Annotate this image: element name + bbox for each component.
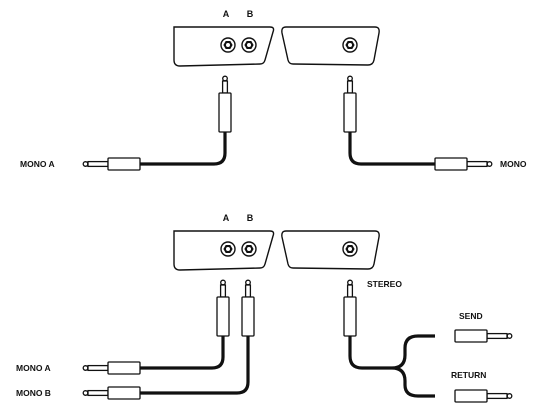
bottom-send-plug[interactable] bbox=[454, 329, 513, 343]
top-right-vertical-plug[interactable] bbox=[343, 75, 357, 133]
top-jack-label-a: A bbox=[223, 9, 230, 19]
bottom-input-jack-a[interactable] bbox=[220, 241, 236, 257]
bottom-stereo-label: STEREO bbox=[367, 279, 402, 289]
top-output-jack[interactable] bbox=[342, 37, 358, 53]
bottom-diagram: A B MONO A MONO B STEREO SEND RETURN bbox=[16, 213, 513, 403]
bottom-stereo-plug[interactable] bbox=[343, 279, 357, 337]
bottom-send-label: SEND bbox=[459, 311, 483, 321]
bottom-input-jack-b[interactable] bbox=[241, 241, 257, 257]
bottom-mono-b-plug[interactable] bbox=[82, 386, 141, 400]
bottom-stereo-cable bbox=[348, 334, 435, 398]
top-mono-a-plug[interactable] bbox=[82, 157, 141, 171]
top-left-cable bbox=[140, 132, 227, 166]
bottom-plug-b[interactable] bbox=[241, 279, 255, 337]
bottom-jack-label-a: A bbox=[223, 213, 230, 223]
bottom-mono-a-label: MONO A bbox=[16, 363, 51, 373]
bottom-pedal-right-body bbox=[281, 230, 380, 270]
top-mono-a-label: MONO A bbox=[20, 159, 55, 169]
bottom-return-plug[interactable] bbox=[454, 389, 513, 403]
top-input-jack-b[interactable] bbox=[241, 37, 257, 53]
top-mono-plug[interactable] bbox=[434, 157, 493, 171]
bottom-mono-b-cable bbox=[140, 336, 250, 395]
top-mono-label: MONO bbox=[500, 159, 527, 169]
bottom-output-jack[interactable] bbox=[342, 241, 358, 257]
top-right-cable bbox=[348, 132, 435, 166]
top-jack-label-b: B bbox=[247, 9, 254, 19]
top-diagram: A B MONO A MONO bbox=[20, 9, 527, 171]
bottom-return-label: RETURN bbox=[451, 370, 486, 380]
top-left-vertical-plug[interactable] bbox=[218, 75, 232, 133]
bottom-mono-a-plug[interactable] bbox=[82, 361, 141, 375]
bottom-mono-a-cable bbox=[140, 336, 225, 370]
bottom-mono-b-label: MONO B bbox=[16, 388, 51, 398]
bottom-jack-label-b: B bbox=[247, 213, 254, 223]
top-input-jack-a[interactable] bbox=[220, 37, 236, 53]
bottom-plug-a[interactable] bbox=[216, 279, 230, 337]
top-pedal-right-body bbox=[281, 26, 380, 66]
